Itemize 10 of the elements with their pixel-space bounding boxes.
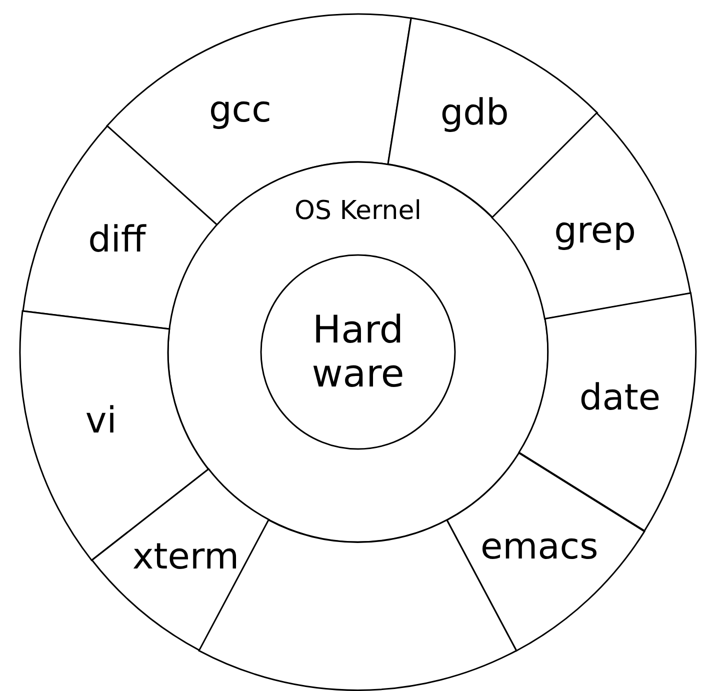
segment-label: grep	[554, 210, 636, 252]
segment-label: diff	[88, 218, 146, 260]
segment-label: date	[579, 377, 661, 419]
hardware-label: Hard ware	[310, 308, 406, 396]
segment-label: xterm	[132, 536, 240, 578]
segment-label: gdb	[440, 92, 509, 134]
segment-label: vi	[85, 400, 117, 442]
segment-label: gcc	[208, 90, 272, 132]
kernel-label: OS Kernel	[294, 197, 422, 227]
segment-label: emacs	[480, 526, 598, 568]
